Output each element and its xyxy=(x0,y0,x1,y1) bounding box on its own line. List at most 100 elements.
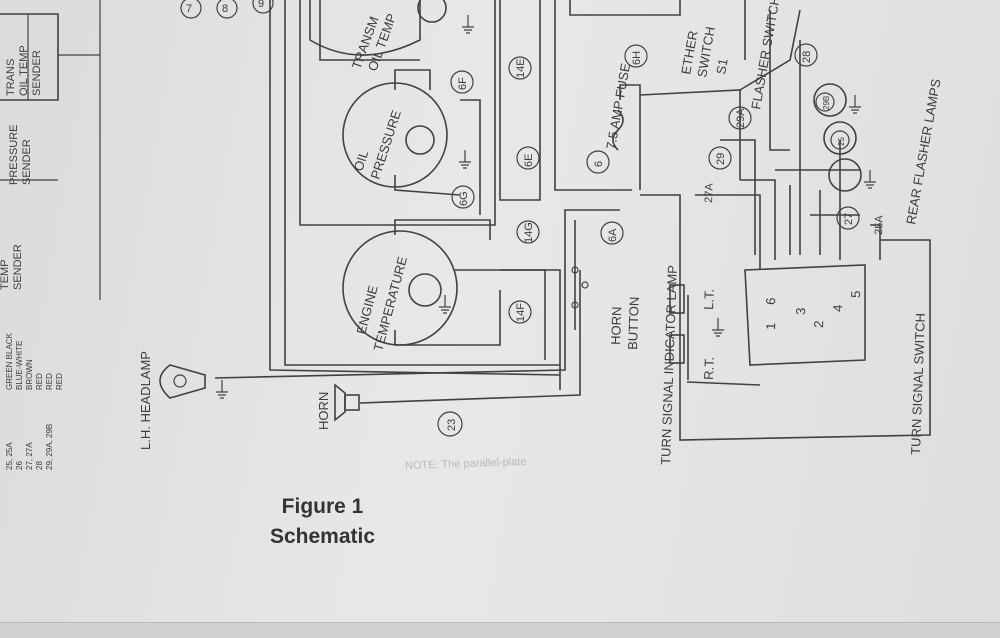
pressure-sender-label-2: SENDER xyxy=(21,139,33,185)
horn-symbol: HORN xyxy=(316,383,360,430)
svg-text:14G: 14G xyxy=(523,222,535,243)
legend-number-2: 26 xyxy=(15,461,24,470)
legend-color-3: BROWN xyxy=(25,359,34,390)
tag-14G: 14G xyxy=(516,220,540,244)
figure-number: Figure 1 xyxy=(281,495,364,518)
trans-sender-label-2: OIL TEMP xyxy=(18,45,30,96)
switch-terminal-3: 3 xyxy=(793,307,808,315)
legend-number-4: 28 xyxy=(35,461,44,470)
legend-color-2: BLUE-WHITE xyxy=(15,341,24,390)
svg-text:27: 27 xyxy=(843,213,855,225)
temp-sender-label: SENDER xyxy=(12,244,24,290)
ground-symbols xyxy=(216,15,876,399)
rt-label: R.T. xyxy=(701,356,717,380)
tag-27A: 27A xyxy=(703,182,716,203)
legend-color-6: RED xyxy=(55,373,64,390)
page-edge xyxy=(0,622,1000,638)
temp-sender-label-top: TEMP xyxy=(0,259,11,290)
svg-text:6G: 6G xyxy=(458,191,470,206)
switch-terminal-1: 1 xyxy=(763,322,778,330)
s1-label: S1 xyxy=(713,57,731,75)
legend-number-3: 27, 27A xyxy=(25,442,34,470)
tag-29: 29 xyxy=(708,146,732,170)
wire-tags: 7 8 9 6F 14E 6H 6E 6G 6 6A 14G 14F 23 27… xyxy=(180,0,886,437)
fuse-symbol: 7.5 AMP FUSE xyxy=(603,62,633,151)
tag-6G: 6G xyxy=(451,185,475,209)
tag-9: 9 xyxy=(252,0,274,14)
fuse-label: 7.5 AMP FUSE xyxy=(603,62,633,151)
rear-flasher-label: REAR FLASHER LAMPS xyxy=(903,77,943,225)
turn-switch-label: TURN SIGNAL SWITCH xyxy=(908,313,928,455)
svg-text:9: 9 xyxy=(258,0,264,10)
legend-number-1: 25, 25A xyxy=(5,442,14,470)
svg-text:25: 25 xyxy=(837,137,846,146)
tag-14E: 14E xyxy=(508,56,532,80)
tag-14F: 14F xyxy=(508,300,532,324)
transmission-temp-gauge: TRANSM OIL TEMP xyxy=(309,0,447,73)
svg-text:29A: 29A xyxy=(735,108,747,128)
svg-text:7: 7 xyxy=(186,3,192,15)
turn-signal-switch: 1 6 3 2 4 5 TURN SIGNAL SWITCH xyxy=(763,290,928,455)
headlamp-label: L.H. HEADLAMP xyxy=(138,351,153,450)
horn-button-symbol: HORN BUTTON xyxy=(571,266,642,350)
svg-text:6F: 6F xyxy=(457,77,469,90)
tag-6F: 6F xyxy=(450,70,474,94)
figure-caption: Schematic xyxy=(269,525,376,548)
tag-7: 7 xyxy=(180,0,202,19)
ether-switch: ETHER SWITCH S1 xyxy=(678,25,731,78)
oil-gauge-label-2: PRESSURE xyxy=(368,108,404,181)
tag-8: 8 xyxy=(216,0,238,19)
svg-text:6: 6 xyxy=(593,161,605,167)
tag-6: 6 xyxy=(586,150,610,174)
svg-text:25A: 25A xyxy=(873,214,886,235)
svg-text:14E: 14E xyxy=(515,58,527,78)
indicator-lamp-area: TURN SIGNAL INDICATOR LAMP R.T. L.T. xyxy=(658,265,717,465)
lt-label: L.T. xyxy=(701,289,717,310)
pressure-sender-label-1: PRESSURE xyxy=(8,124,20,185)
legend-color-1: GREEN BLACK xyxy=(5,332,14,390)
svg-text:29: 29 xyxy=(715,153,727,165)
trans-sender-label-3: SENDER xyxy=(31,50,43,96)
legend-color-4: RED xyxy=(35,373,44,390)
svg-text:6H: 6H xyxy=(631,51,643,65)
oil-pressure-gauge: OIL PRESSURE xyxy=(342,82,448,188)
svg-text:28: 28 xyxy=(801,51,813,63)
tag-28: 28 xyxy=(794,43,818,67)
indicator-lamp-label: TURN SIGNAL INDICATOR LAMP xyxy=(658,265,680,465)
legend-number-5: 29, 29A, 29B xyxy=(45,424,54,470)
switch-terminal-2: 2 xyxy=(811,320,826,328)
sender-boxes: TRANS OIL TEMP SENDER PRESSURE SENDER TE… xyxy=(0,0,101,300)
legend-color-5: RED xyxy=(45,373,54,390)
svg-text:29B: 29B xyxy=(822,96,831,110)
horn-button-label-2: BUTTON xyxy=(625,296,642,350)
svg-text:27A: 27A xyxy=(703,182,716,203)
tag-25A: 25A xyxy=(873,214,886,235)
flasher-switch-label: FLASHER SWITCH xyxy=(748,0,783,111)
tag-23: 23 xyxy=(437,411,463,437)
headlamp-symbol: L.H. HEADLAMP xyxy=(138,351,206,450)
switch-terminal-5: 5 xyxy=(848,290,863,298)
wire-color-legend: 25, 25A 26 27, 27A 28 29, 29A, 29B GREEN… xyxy=(5,332,64,470)
trans-sender-label-1: TRANS xyxy=(5,59,17,96)
tag-27: 27 xyxy=(836,206,860,230)
svg-text:6A: 6A xyxy=(607,228,619,242)
tag-6H: 6H xyxy=(624,44,648,68)
tag-29B: 29B xyxy=(815,92,835,112)
switch-terminal-6: 6 xyxy=(763,297,778,305)
tag-29A: 29A xyxy=(728,106,752,130)
wiring xyxy=(214,0,931,441)
tag-6A: 6A xyxy=(600,221,624,245)
engine-temperature-gauge: ENGINE TEMPERATURE xyxy=(342,230,458,353)
svg-text:23: 23 xyxy=(446,419,458,431)
horn-button-label-1: HORN xyxy=(608,306,624,345)
oil-gauge-label-1: OIL xyxy=(351,148,372,173)
tag-25: 25 xyxy=(830,130,850,150)
svg-text:6E: 6E xyxy=(523,154,535,167)
horn-label: HORN xyxy=(316,392,331,430)
switch-terminal-4: 4 xyxy=(830,304,845,312)
tag-6E: 6E xyxy=(516,146,540,170)
svg-text:8: 8 xyxy=(222,3,228,15)
svg-text:14F: 14F xyxy=(515,303,527,322)
